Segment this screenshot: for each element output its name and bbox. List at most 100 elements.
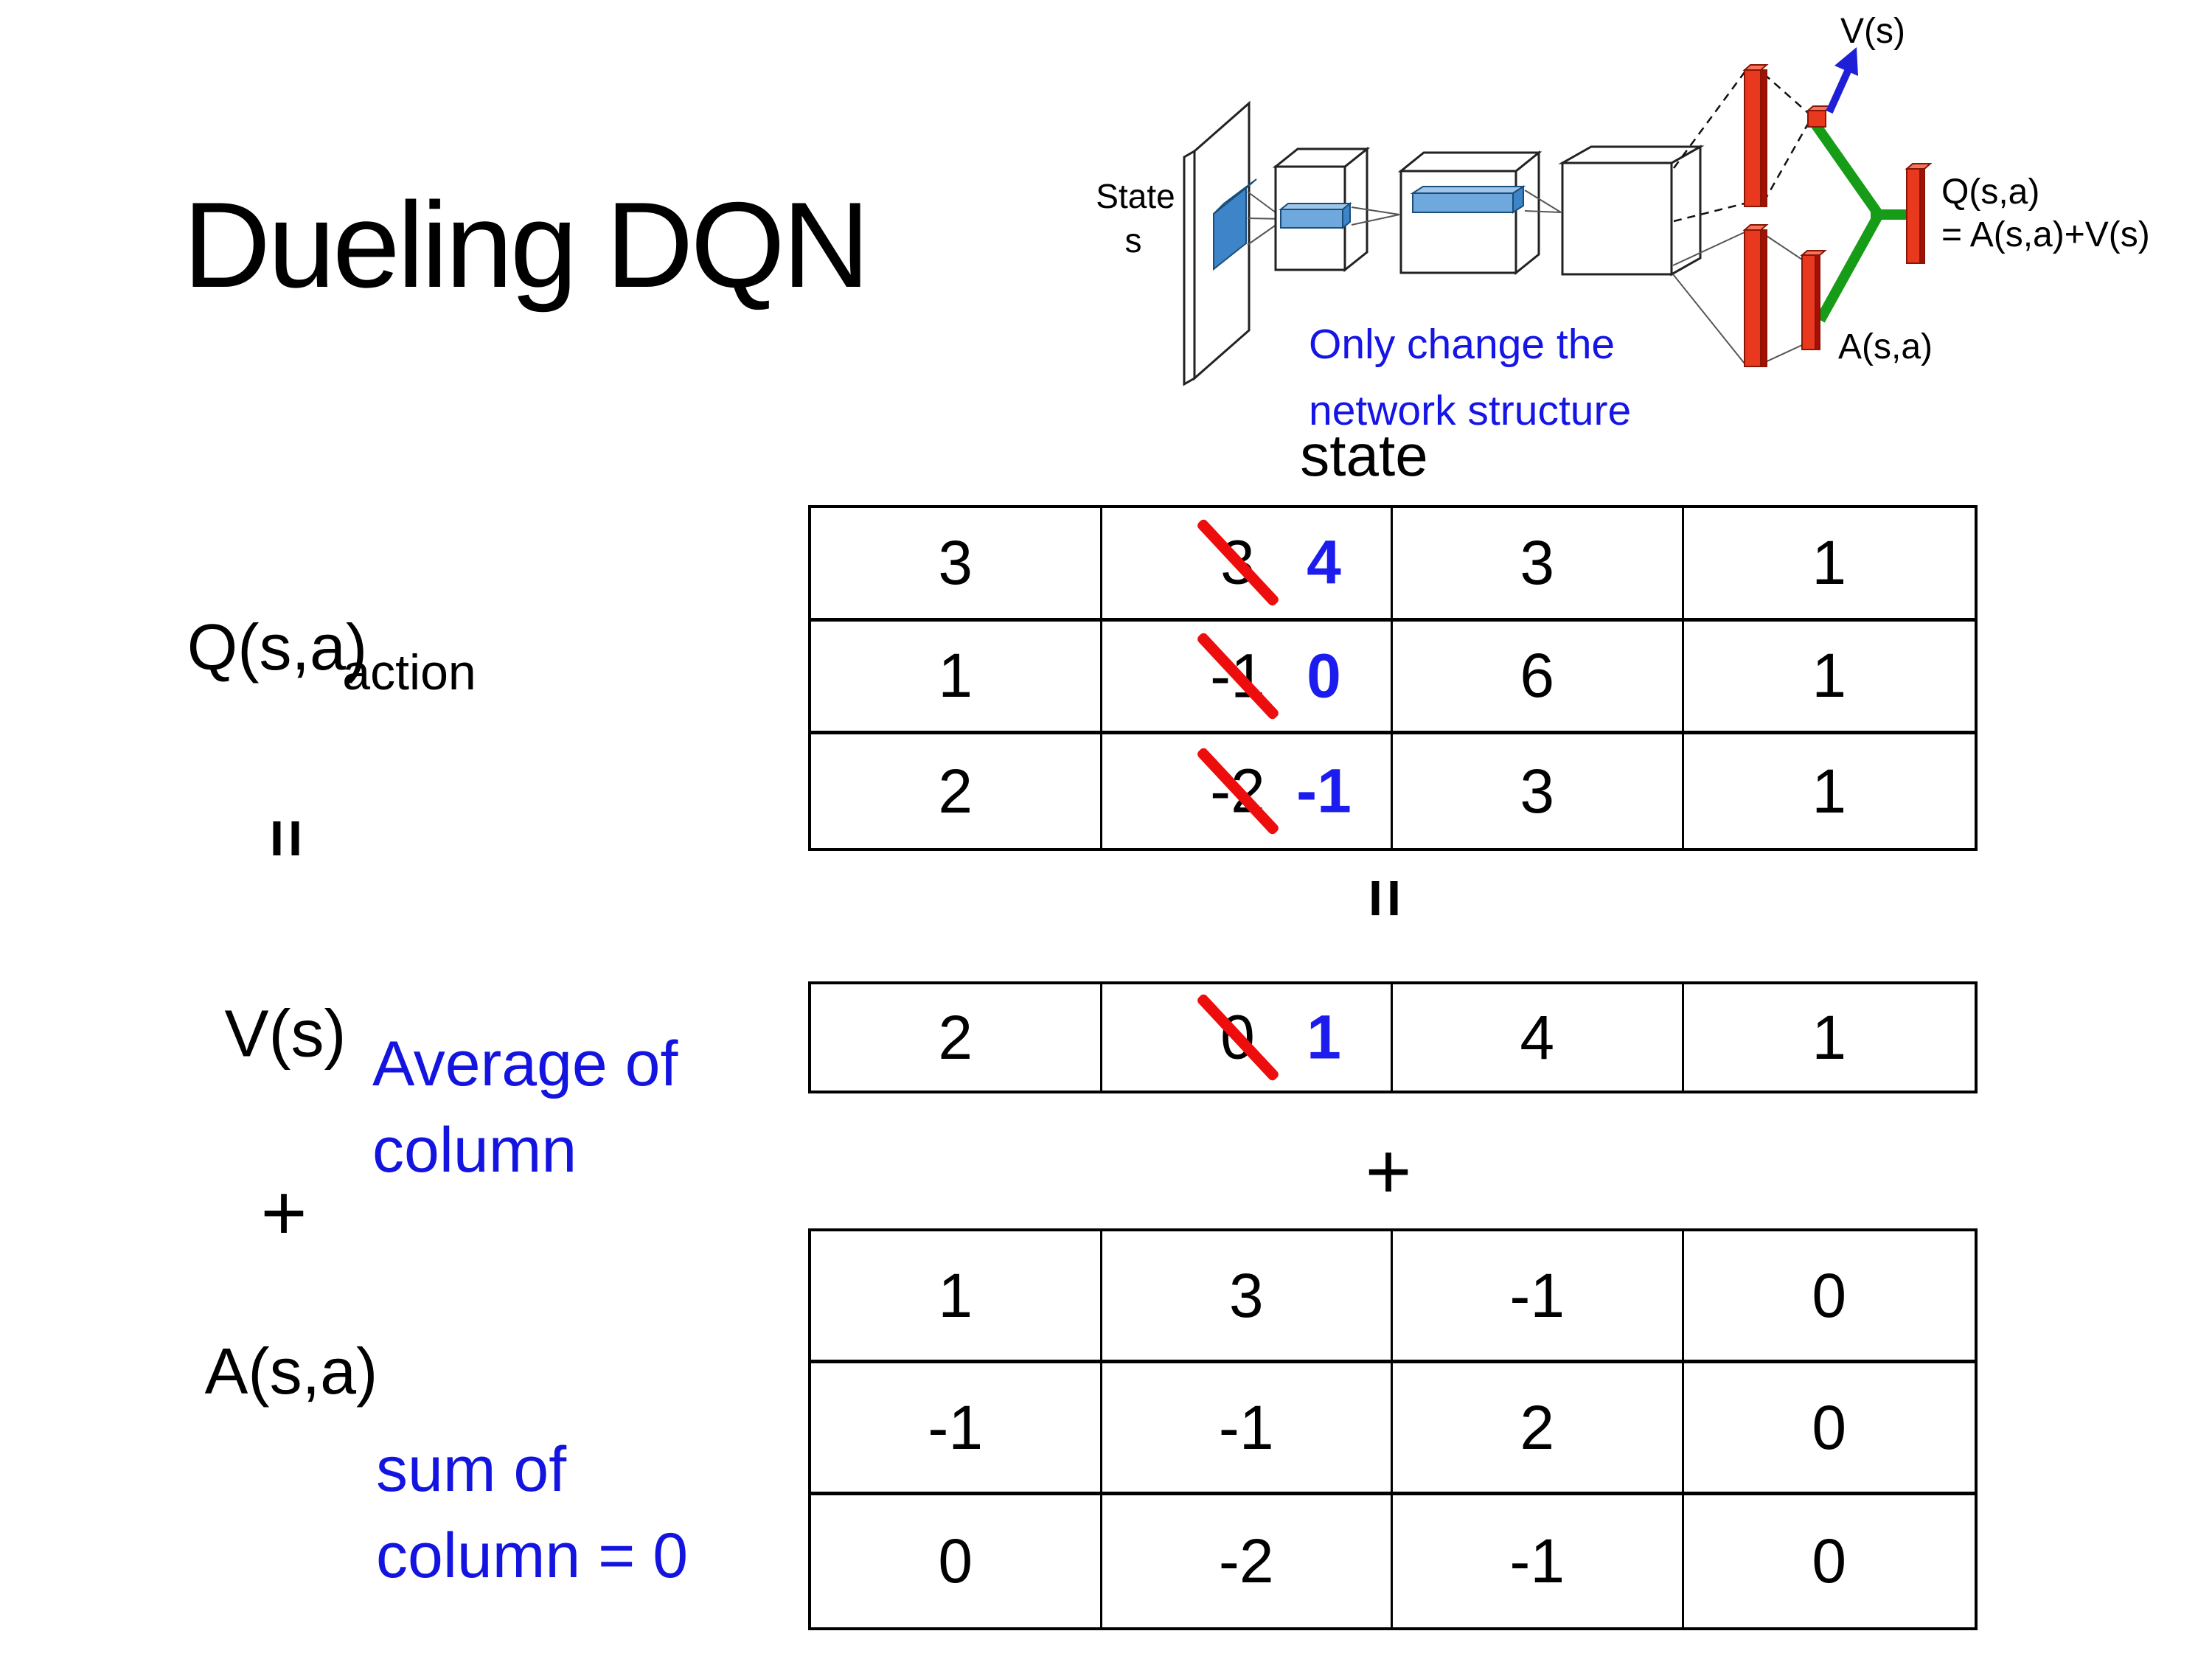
page-title: Dueling DQN [183,177,870,313]
matrix-cell: 1 [1683,622,1975,735]
v-matrix-label: V(s) [224,997,347,1071]
diagram-note-line1: Only change the [1309,321,1615,368]
conv-patch-shape [1213,178,1257,271]
matrix-cell: 3 [1393,734,1684,848]
cell-value: -2 [1218,1526,1274,1596]
cell-value: 3 [1520,756,1555,826]
feature-bar-2 [1410,185,1526,214]
matrix-cell: 1 [811,621,1102,735]
equals-sign-left: = [248,818,324,858]
diagram-a-output-label: A(s,a) [1838,327,1933,366]
matrix-cell: 2 [811,734,1102,848]
cell-value: 0 [1812,1260,1847,1330]
matrix-cell: 6 [1393,621,1684,735]
q-matrix-label: Q(s,a) [187,611,368,684]
matrix-cell: -1 [1393,1495,1684,1627]
cell-value: 3 [938,527,973,597]
matrix-cell-corrected: 01 [1102,984,1393,1091]
aggregation-links [1809,118,1916,323]
cell-value: 0 [1812,1392,1847,1462]
matrix-cell: -1 [1393,1231,1684,1363]
sum-note-line1: sum of [376,1434,567,1505]
value-node [1806,105,1833,128]
cell-value: -1 [1509,1526,1565,1596]
plus-sign-mid: + [1365,1126,1412,1216]
cell-value: 1 [1812,756,1847,826]
cell-value: 1 [938,641,973,711]
matrix-cell: 0 [1683,1363,1975,1495]
matrix-cell-corrected: -2-1 [1102,734,1393,848]
diagram-state-label-line1: State [1096,177,1175,215]
value-arrow [1826,47,1858,114]
cell-value: 3 [1228,1260,1264,1330]
cell-value: 4 [1520,1002,1555,1072]
cell-value: 0 [938,1526,973,1596]
q-output-bar [1905,163,1933,264]
matrix-cell: 1 [1683,508,1975,622]
matrix-cell: 2 [1393,1363,1684,1495]
diagram-q-output-formula: = A(s,a)+V(s) [1941,215,2150,254]
cell-value: 6 [1520,641,1555,711]
cell-value: 0 [1812,1526,1847,1596]
new-value: 4 [1307,527,1341,597]
sum-note-line2: column = 0 [376,1520,689,1591]
cell-value: 1 [1812,1002,1847,1072]
matrix-cell: 0 [811,1495,1102,1627]
conv-box-3 [1558,145,1705,276]
plus-sign-left: + [260,1167,307,1257]
cell-value: 1 [938,1260,973,1330]
average-note: Average of column [372,1021,678,1194]
cell-value: -1 [928,1392,984,1462]
matrix-cell: -1 [811,1363,1102,1495]
a-matrix-label: A(s,a) [204,1335,378,1408]
cell-value: 2 [938,756,973,826]
network-architecture-diagram: State s V(s) Q(s,a) = A(s,a)+V(s) A(s,a)… [1096,12,2150,434]
matrix-cell: 3 [811,508,1102,622]
cell-value: 1 [1812,527,1847,597]
matrix-cell: 1 [1684,734,1975,848]
conv-box-1 [1272,146,1371,273]
conv-cone-lines-2 [1351,206,1400,226]
new-value: -1 [1296,756,1352,826]
diagram-note-line2: network structure [1309,387,1631,434]
matrix-cell: 2 [811,984,1102,1091]
matrix-cell: 0 [1684,1495,1975,1627]
matrix-cell: 0 [1683,1231,1975,1363]
matrix-cell-corrected: 34 [1102,508,1393,622]
fc-bar-value-hidden [1742,64,1769,207]
advantage-node [1800,250,1827,350]
matrix-cell: 4 [1393,984,1684,1091]
cell-value: -1 [1509,1260,1565,1330]
advantage-stream-lines [1672,232,1803,364]
average-note-line2: column [372,1114,577,1186]
matrix-cell: -1 [1102,1363,1393,1495]
cell-value: 2 [938,1002,973,1072]
cell-value: 3 [1520,527,1555,597]
diagram-state-label-line2: s [1125,221,1142,260]
matrix-cell: 3 [1393,508,1684,622]
conv-cone-lines-3 [1524,189,1562,213]
equals-sign-mid: = [1347,878,1423,918]
sum-note: sum of column = 0 [376,1427,688,1599]
matrix-cell: 3 [1102,1231,1393,1363]
value-stream-dashed-lines [1672,72,1809,223]
matrix-cell-corrected: -10 [1102,621,1393,735]
new-value: 0 [1307,641,1341,711]
action-axis-label: action [342,644,476,700]
cell-value: -1 [1218,1392,1274,1462]
diagram-v-output-label: V(s) [1840,12,1905,51]
matrix-cell: -2 [1102,1495,1393,1627]
feature-bar-1 [1279,201,1352,230]
new-value: 1 [1307,1002,1341,1072]
matrix-cell: 1 [1684,984,1975,1091]
cell-value: 1 [1812,641,1847,711]
fc-bar-advantage-hidden [1742,224,1769,367]
state-value-table: 2 01 4 1 [808,981,1978,1093]
average-note-line1: Average of [372,1029,678,1099]
advantage-table: 1 3 -1 0 -1 -1 2 0 0 -2 -1 0 [808,1228,1978,1630]
diagram-q-output-label: Q(s,a) [1941,173,2039,212]
state-axis-label: state [1300,422,1428,488]
matrix-cell: 1 [811,1231,1102,1363]
